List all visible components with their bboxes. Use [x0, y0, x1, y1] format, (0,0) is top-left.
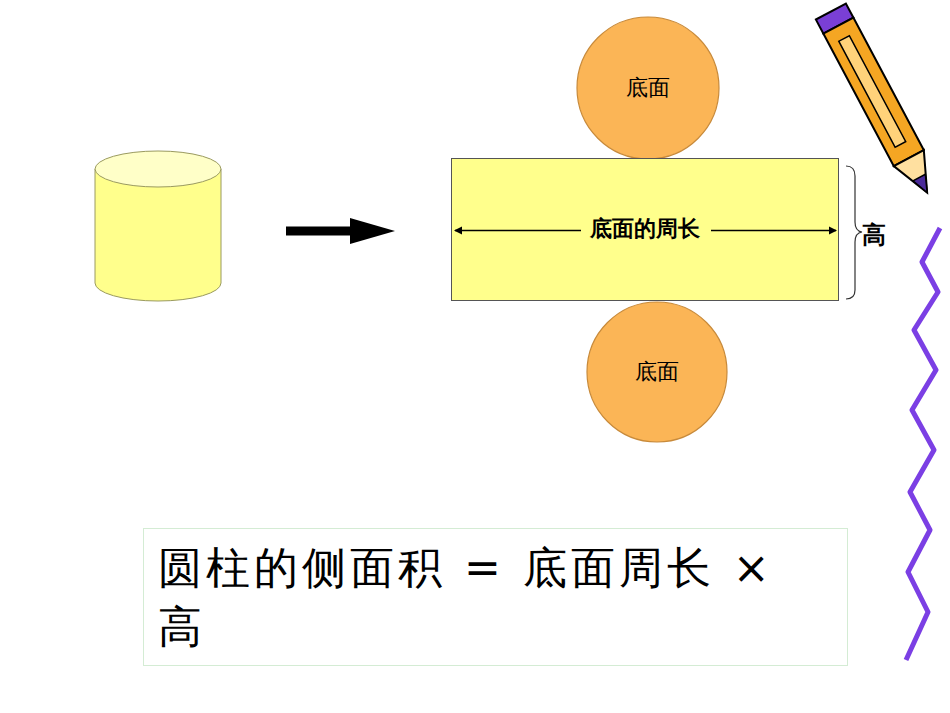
node-label: 底面	[635, 359, 679, 385]
dimension-label: 底面的周长	[584, 216, 706, 242]
formula-box: 圆柱的侧面积 = 底面周长 × 高	[143, 528, 848, 666]
node-label: 底面	[626, 75, 670, 101]
transform-arrow	[286, 218, 395, 244]
formula-text: 圆柱的侧面积 = 底面周长 × 高	[158, 538, 833, 657]
cylinder	[95, 151, 221, 301]
base-circle: 底面	[576, 16, 720, 160]
lateral-rectangle: 底面的周长	[451, 158, 839, 301]
height-label: 高	[862, 219, 886, 251]
decorative-wave	[906, 228, 940, 660]
base-circle: 底面	[586, 301, 728, 443]
height-brace	[846, 166, 862, 299]
